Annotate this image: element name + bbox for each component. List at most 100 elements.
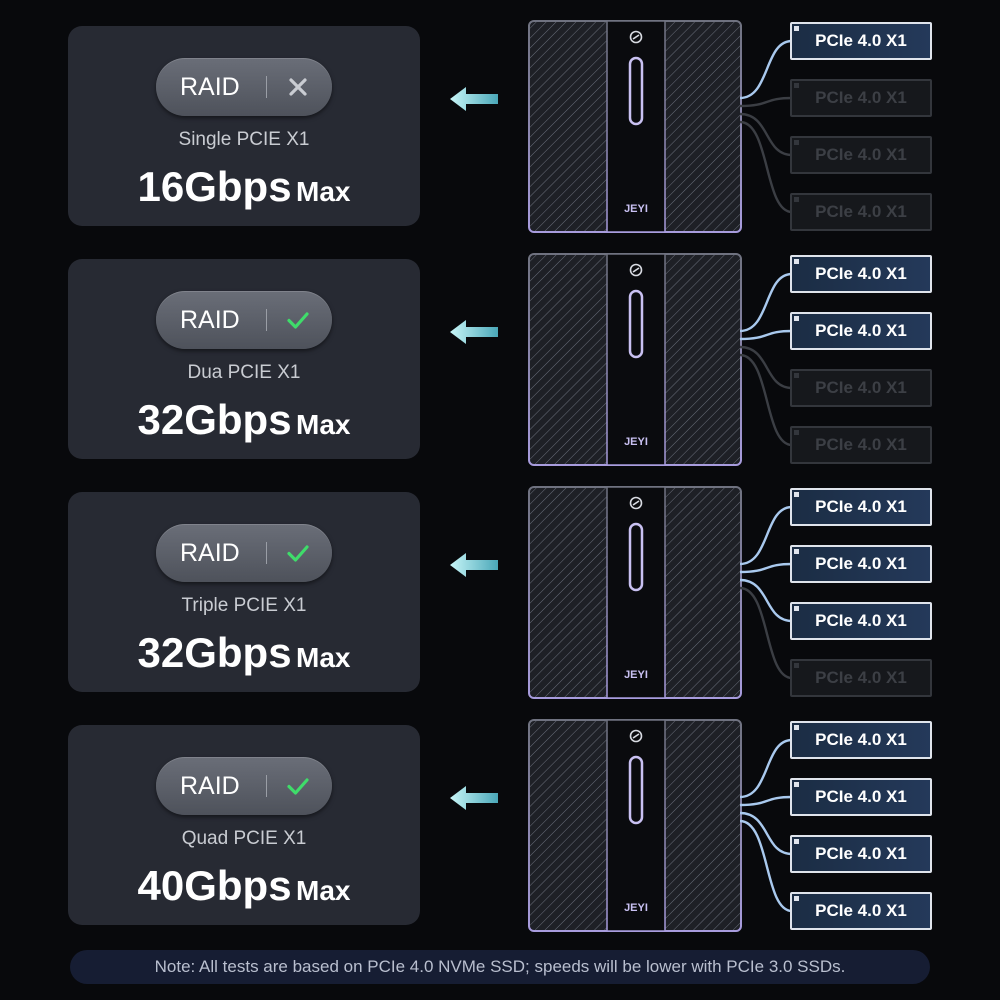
speed-value: 40Gbps <box>137 862 292 909</box>
speed-unit: Max <box>296 176 351 207</box>
speed-unit: Max <box>296 409 351 440</box>
pill-divider <box>266 76 267 98</box>
cable-line <box>740 39 794 100</box>
check-icon <box>286 541 310 565</box>
ssd-enclosure: JEYI <box>528 486 742 699</box>
raid-toggle-pill: RAID <box>156 58 332 116</box>
pcie-slot: PCIe 4.0 X1 <box>790 892 932 930</box>
check-icon <box>286 308 310 332</box>
cable-line <box>740 586 794 680</box>
speed-unit: Max <box>296 642 351 673</box>
brand-logo: JEYI <box>624 902 648 914</box>
raid-toggle-pill: RAID <box>156 757 332 815</box>
slot-label: PCIe 4.0 X1 <box>815 435 907 454</box>
cable-line <box>740 795 794 807</box>
pcie-slot: PCIe 4.0 X1 <box>790 136 932 174</box>
cable-bundle <box>740 505 794 680</box>
pcie-slot: PCIe 4.0 X1 <box>790 369 932 407</box>
cable-line <box>740 819 794 913</box>
slot-marker <box>794 782 799 787</box>
pcie-slot: PCIe 4.0 X1 <box>790 602 932 640</box>
cable-line <box>740 345 794 390</box>
cross-icon <box>286 75 310 99</box>
cable-bundle <box>740 39 794 214</box>
slot-marker <box>794 430 799 435</box>
raid-toggle-pill: RAID <box>156 291 332 349</box>
cable-line <box>740 738 794 799</box>
ssd-enclosure: JEYI <box>528 20 742 233</box>
slot-label: PCIe 4.0 X1 <box>815 668 907 687</box>
slot-marker <box>794 26 799 31</box>
left-arrow-icon <box>450 786 498 810</box>
cable-bundle <box>740 738 794 913</box>
footnote-text: Note: All tests are based on PCIe 4.0 NV… <box>154 957 846 976</box>
slot-marker <box>794 896 799 901</box>
pcie-slot: PCIe 4.0 X1 <box>790 659 932 697</box>
speed-unit: Max <box>296 875 351 906</box>
slot-label: PCIe 4.0 X1 <box>815 787 907 806</box>
cable-line <box>740 578 794 623</box>
raid-label: RAID <box>180 73 240 101</box>
cable-line <box>740 112 794 157</box>
max-speed: 32Gbps Max <box>68 629 420 677</box>
slot-label: PCIe 4.0 X1 <box>815 611 907 630</box>
slot-marker <box>794 725 799 730</box>
slot-label: PCIe 4.0 X1 <box>815 844 907 863</box>
pcie-slot: PCIe 4.0 X1 <box>790 426 932 464</box>
pill-divider <box>266 542 267 564</box>
slot-label: PCIe 4.0 X1 <box>815 88 907 107</box>
cable-line <box>740 811 794 856</box>
pcie-slot: PCIe 4.0 X1 <box>790 312 932 350</box>
pcie-slot: PCIe 4.0 X1 <box>790 835 932 873</box>
speed-value: 32Gbps <box>137 396 292 443</box>
slot-label: PCIe 4.0 X1 <box>815 901 907 920</box>
slot-marker <box>794 316 799 321</box>
max-speed: 40Gbps Max <box>68 862 420 910</box>
max-speed: 16Gbps Max <box>68 163 420 211</box>
slot-marker <box>794 663 799 668</box>
pcie-slot: PCIe 4.0 X1 <box>790 778 932 816</box>
slot-label: PCIe 4.0 X1 <box>815 202 907 221</box>
slot-label: PCIe 4.0 X1 <box>815 145 907 164</box>
pcie-slot: PCIe 4.0 X1 <box>790 193 932 231</box>
cable-line <box>740 562 794 574</box>
cable-line <box>740 272 794 333</box>
slot-marker <box>794 140 799 145</box>
speed-value: 16Gbps <box>137 163 292 210</box>
pcie-slot: PCIe 4.0 X1 <box>790 545 932 583</box>
left-arrow-icon <box>450 553 498 577</box>
brand-logo: JEYI <box>624 436 648 448</box>
raid-toggle-pill: RAID <box>156 524 332 582</box>
left-arrow-icon <box>450 320 498 344</box>
slot-marker <box>794 373 799 378</box>
ssd-enclosure: JEYI <box>528 253 742 466</box>
speed-value: 32Gbps <box>137 629 292 676</box>
slot-label: PCIe 4.0 X1 <box>815 730 907 749</box>
slot-marker <box>794 83 799 88</box>
brand-logo: JEYI <box>624 203 648 215</box>
cable-line <box>740 329 794 341</box>
slot-marker <box>794 197 799 202</box>
raid-label: RAID <box>180 306 240 334</box>
slot-label: PCIe 4.0 X1 <box>815 554 907 573</box>
pcie-slot: PCIe 4.0 X1 <box>790 488 932 526</box>
slot-marker <box>794 839 799 844</box>
slot-marker <box>794 492 799 497</box>
slot-label: PCIe 4.0 X1 <box>815 264 907 283</box>
slot-label: PCIe 4.0 X1 <box>815 31 907 50</box>
cable-line <box>740 120 794 214</box>
mode-subtitle: Single PCIE X1 <box>178 129 310 150</box>
mode-subtitle: Triple PCIE X1 <box>181 595 307 616</box>
pcie-slot: PCIe 4.0 X1 <box>790 255 932 293</box>
max-speed: 32Gbps Max <box>68 396 420 444</box>
left-arrow-icon <box>450 87 498 111</box>
footnote-banner: Note: All tests are based on PCIe 4.0 NV… <box>70 950 930 984</box>
mode-card: RAID Single PCIE X1 16Gbps Max <box>68 26 420 226</box>
raid-label: RAID <box>180 772 240 800</box>
brand-logo: JEYI <box>624 669 648 681</box>
pill-divider <box>266 775 267 797</box>
